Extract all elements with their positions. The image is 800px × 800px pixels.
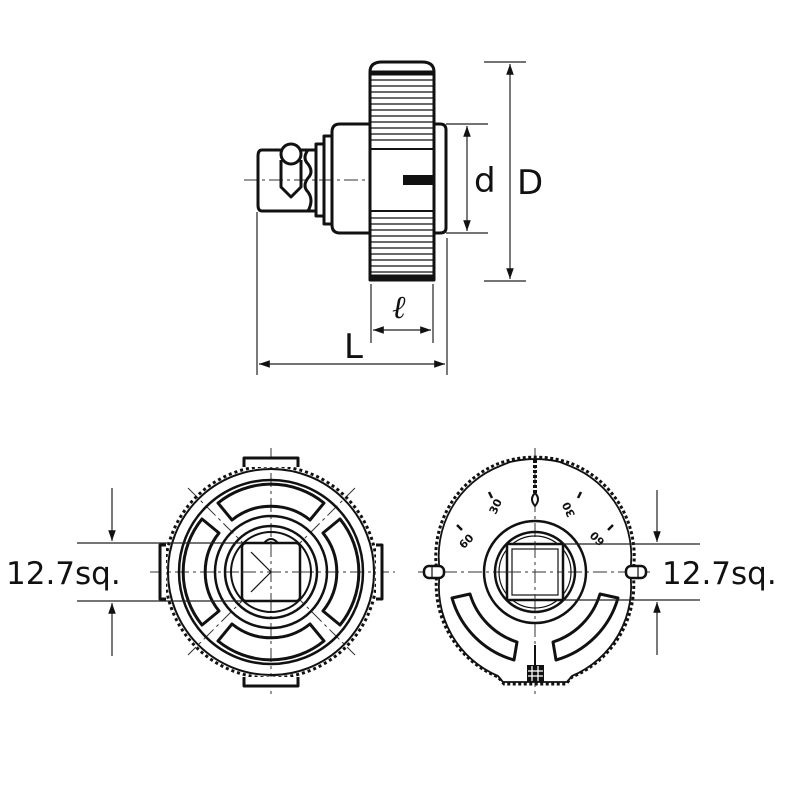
window-bottom: [216, 622, 326, 662]
window-left: [181, 517, 221, 627]
window-right: [321, 517, 361, 627]
scale-label-60-right: 60: [587, 528, 607, 548]
d-label: d: [474, 161, 496, 201]
right-detent: [624, 564, 648, 580]
pointer-icon: [531, 492, 539, 507]
hub-body: [330, 122, 448, 235]
l-label: ℓ: [392, 288, 406, 326]
L-label: L: [344, 327, 363, 367]
scale-label-60-left: 60: [457, 531, 477, 551]
front-square-label: 12.7sq.: [6, 556, 121, 592]
scale-label-30-left: 30: [487, 497, 505, 517]
rear-view: 60 30 30 60 12.7sq.: [418, 448, 777, 695]
left-detent: [422, 564, 446, 580]
spring: [303, 149, 313, 212]
front-view: 12.7sq.: [6, 448, 395, 695]
scale-label-30-right: 30: [560, 499, 578, 519]
slot-left: [450, 592, 519, 662]
knurl-lines: [370, 70, 434, 280]
detent-pin: [279, 160, 303, 199]
knurled-wheel: [368, 60, 436, 282]
side-view: d D ℓ L: [244, 60, 543, 375]
slot: [403, 175, 433, 185]
square-drive: [256, 148, 318, 213]
ball-detent: [279, 142, 303, 166]
D-label: D: [517, 163, 543, 203]
bottom-block: [527, 665, 544, 682]
slot-right: [551, 592, 620, 662]
rear-square-label: 12.7sq.: [662, 556, 777, 592]
window-top: [216, 482, 326, 522]
